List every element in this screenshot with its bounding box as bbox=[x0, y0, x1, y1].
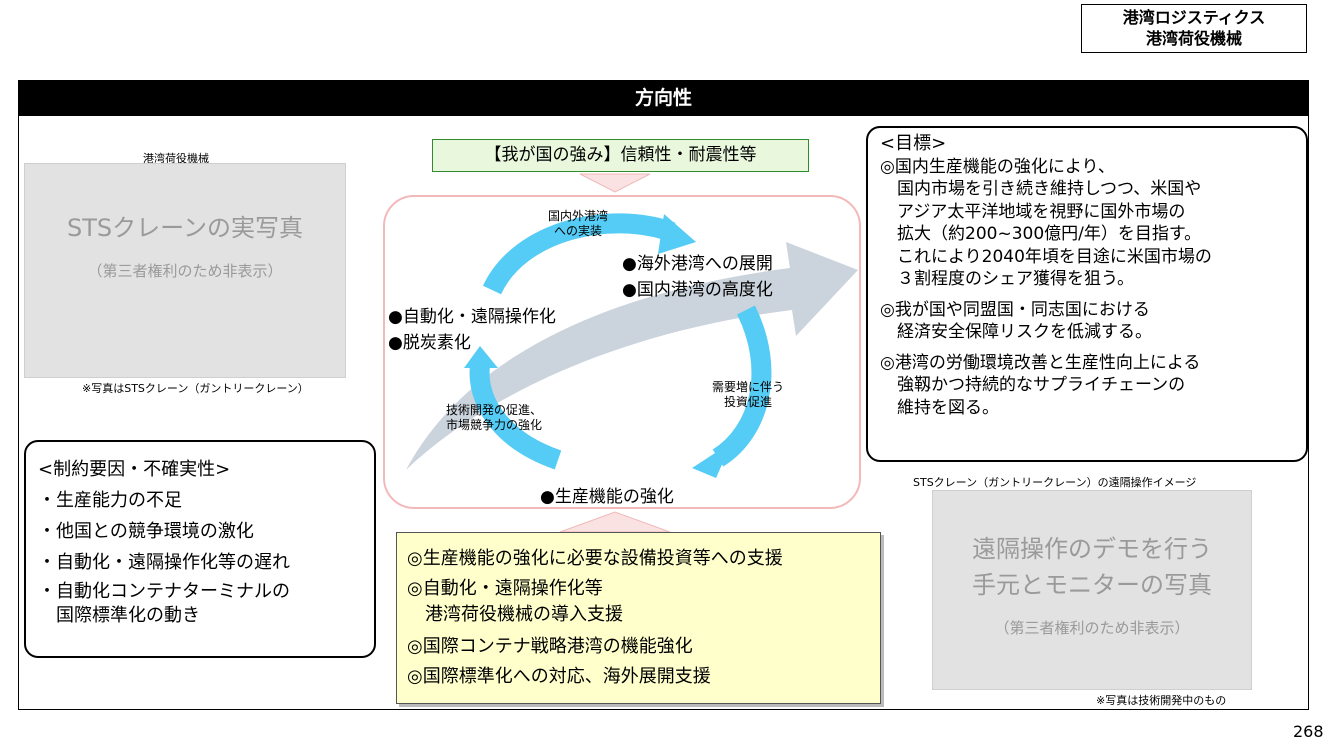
node-left-line: ●脱炭素化 bbox=[388, 333, 471, 353]
right-photo-text-line2: 手元とモニターの写真 bbox=[972, 571, 1212, 599]
goal-line: 維持を図る。 bbox=[880, 397, 999, 418]
measure-item: ◎自動化・遠隔操作化等 bbox=[407, 577, 603, 599]
goal-line: アジア太平洋地域を視野に国外市場の bbox=[880, 201, 1186, 222]
left-photo-caption: 港湾荷役機械 bbox=[143, 152, 209, 165]
left-photo-placeholder: STSクレーンの実写真 （第三者権利のため非表示） bbox=[24, 163, 346, 378]
strength-down-arrow bbox=[579, 173, 651, 193]
measures-box: ◎生産機能の強化に必要な設備投資等への支援 ◎自動化・遠隔操作化等 港湾荷役機械… bbox=[396, 532, 881, 704]
cycle-arrow-top-head bbox=[658, 214, 696, 254]
measure-item: ◎生産機能の強化に必要な設備投資等への支援 bbox=[407, 548, 783, 569]
left-arrow-label-line: 技術開発の促進、 bbox=[446, 403, 543, 417]
cycle-diagram bbox=[383, 173, 861, 533]
page-number: 268 bbox=[1293, 722, 1324, 741]
section-tag-line2: 港湾荷役機械 bbox=[1145, 29, 1242, 48]
constraint-item: ・生産能力の不足 bbox=[38, 490, 182, 511]
node-left-line: ●自動化・遠隔操作化 bbox=[388, 307, 556, 327]
top-arrow-label-line: 国内外港湾 bbox=[548, 209, 609, 223]
goal-line: これにより2040年頃を目途に米国市場の bbox=[880, 246, 1212, 267]
cycle-arrow-left-head bbox=[464, 346, 498, 368]
strength-box: 【我が国の強み】信頼性・耐震性等 bbox=[432, 139, 809, 172]
cycle-arrow-left bbox=[469, 364, 562, 470]
right-photo-caption: STSクレーン（ガントリークレーン）の遠隔操作イメージ bbox=[913, 476, 1197, 489]
left-photo-note: ※写真はSTSクレーン（ガントリークレーン） bbox=[82, 382, 309, 395]
right-photo-subtext: （第三者権利のため非表示） bbox=[994, 619, 1190, 637]
top-arrow-label: 国内外港湾 への実装 bbox=[548, 209, 608, 239]
constraint-item: 国際標準化の動き bbox=[38, 605, 200, 626]
cycle-arrow-right bbox=[712, 305, 772, 467]
goal-line: 拡大（約200~300億円/年）を目指す。 bbox=[880, 224, 1202, 244]
constraint-item: ・他国との競争環境の激化 bbox=[38, 521, 254, 542]
goals-heading: <目標> bbox=[880, 133, 947, 154]
goal-line: ◎我が国や同盟国・同志国における bbox=[880, 299, 1150, 320]
measures-up-arrow bbox=[559, 511, 671, 533]
left-photo-subtext: （第三者権利のため非表示） bbox=[87, 262, 283, 280]
goal-line: ◎国内生産機能の強化により、 bbox=[880, 156, 1115, 177]
goal-line: ３割程度のシェア獲得を狙う。 bbox=[880, 269, 1134, 289]
section-tag-line1: 港湾ロジスティクス bbox=[1122, 8, 1266, 27]
right-arrow-label-line: 投資促進 bbox=[724, 395, 773, 409]
right-arrow-label-line: 需要増に伴う bbox=[712, 380, 785, 394]
left-arrow-label-line: 市場競争力の強化 bbox=[446, 418, 543, 432]
right-photo-text-line1: 遠隔操作のデモを行う bbox=[972, 535, 1212, 563]
left-photo-text: STSクレーンの実写真 bbox=[67, 214, 303, 242]
cycle-arrow-top bbox=[482, 213, 676, 295]
goal-line: 強靱かつ持続的なサプライチェーンの bbox=[880, 375, 1186, 395]
cycle-arrow-right-head bbox=[692, 442, 732, 478]
node-top-line: ●国内港湾の高度化 bbox=[622, 280, 773, 300]
constraints-heading: <制約要因・不確実性> bbox=[38, 459, 231, 480]
left-arrow-label: 技術開発の促進、 市場競争力の強化 bbox=[446, 403, 542, 433]
section-tag: 港湾ロジスティクス 港湾荷役機械 bbox=[1081, 4, 1307, 53]
goals-box: <目標> ◎国内生産機能の強化により、 国内市場を引き続き維持しつつ、米国や ア… bbox=[866, 126, 1308, 462]
constraints-box: <制約要因・不確実性> ・生産能力の不足 ・他国との競争環境の激化 ・自動化・遠… bbox=[24, 440, 376, 658]
node-bottom: ●生産機能の強化 bbox=[540, 487, 674, 507]
node-top: ●海外港湾への展開 ●国内港湾の高度化 bbox=[622, 251, 773, 303]
measure-item: 港湾荷役機械の導入支援 bbox=[407, 604, 623, 625]
growth-arrow bbox=[406, 242, 858, 470]
goal-line: 国内市場を引き続き維持しつつ、米国や bbox=[880, 179, 1202, 199]
page-title: 方向性 bbox=[18, 80, 1309, 116]
goal-line: 経済安全保障リスクを低減する。 bbox=[880, 322, 1152, 342]
right-arrow-label: 需要増に伴う 投資促進 bbox=[712, 380, 784, 410]
constraint-item: ・自動化・遠隔操作化等の遅れ bbox=[38, 552, 290, 573]
measure-item: ◎国際標準化への対応、海外展開支援 bbox=[407, 665, 711, 687]
node-top-line: ●海外港湾への展開 bbox=[622, 254, 773, 274]
measure-item: ◎国際コンテナ戦略港湾の機能強化 bbox=[407, 636, 693, 657]
node-left: ●自動化・遠隔操作化 ●脱炭素化 bbox=[388, 304, 556, 356]
top-arrow-label-line: への実装 bbox=[554, 224, 603, 238]
constraint-item: ・自動化コンテナターミナルの bbox=[38, 581, 290, 602]
right-photo-placeholder: 遠隔操作のデモを行う 手元とモニターの写真 （第三者権利のため非表示） bbox=[932, 490, 1252, 690]
goal-line: ◎港湾の労働環境改善と生産性向上による bbox=[880, 352, 1201, 373]
right-photo-note: ※写真は技術開発中のもの bbox=[1096, 694, 1227, 707]
